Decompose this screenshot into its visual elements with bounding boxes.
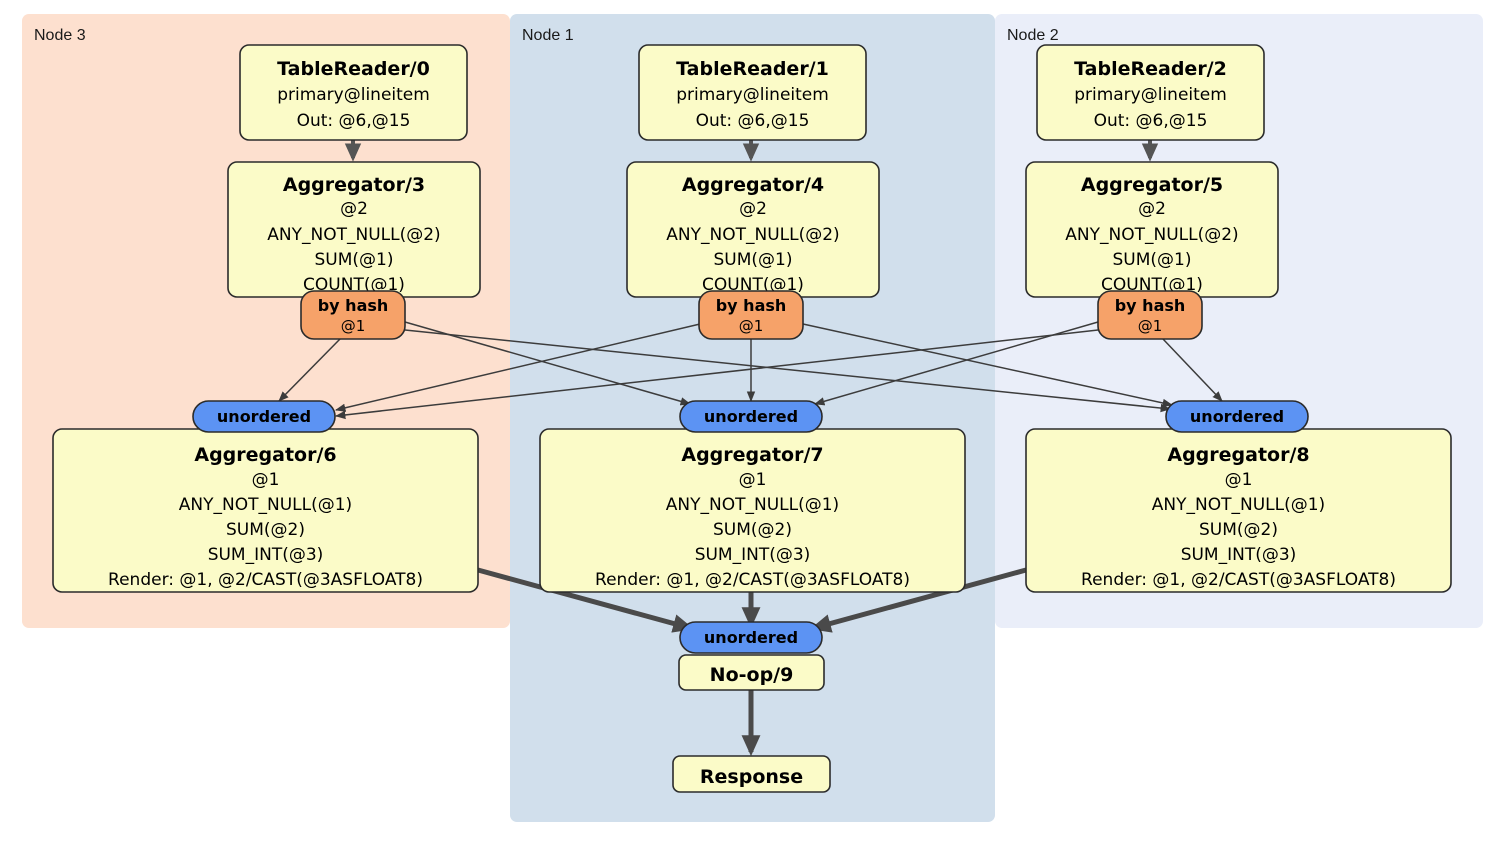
node-unordered-left[interactable]: unordered [192,400,336,433]
box-line: Out: @6,@15 [297,111,411,131]
box-title: Aggregator/4 [682,174,824,196]
box-line: ANY_NOT_NULL(@1) [179,495,352,515]
box-line: SUM(@2) [713,520,792,540]
unordered-label: unordered [1190,407,1284,426]
byhash-column: @1 [1138,317,1163,335]
byhash-column: @1 [739,317,764,335]
panel-label-node2: Node 2 [1007,27,1059,44]
box-title: Aggregator/7 [681,444,823,466]
node-byhash5[interactable]: by hash @1 [1097,290,1203,340]
box-title: Aggregator/6 [194,444,336,466]
edge-byhash4-unordered-left [334,323,701,412]
box-line: @2 [739,199,767,219]
box-aggregator3[interactable]: Aggregator/3 @2 ANY_NOT_NULL(@2) SUM(@1)… [227,161,481,298]
panel-label-node1: Node 1 [522,27,574,44]
box-line: ANY_NOT_NULL(@1) [1152,495,1325,515]
edge-group-shuffle [278,321,1223,420]
edge-byhash3-unordered-center [404,321,692,406]
box-line: SUM_INT(@3) [695,545,811,565]
box-tablereader1[interactable]: TableReader/1 primary@lineitem Out: @6,@… [638,44,867,141]
box-title: Aggregator/8 [1167,444,1309,466]
box-response[interactable]: Response [672,755,831,793]
box-line: COUNT(@1) [1101,275,1203,295]
node-unordered-final[interactable]: unordered [679,621,823,654]
edge-byhash3-unordered-right [404,329,1172,413]
box-line: primary@lineitem [676,85,829,105]
edge-byhash5-unordered-right [1162,338,1223,402]
box-aggregator5[interactable]: Aggregator/5 @2 ANY_NOT_NULL(@2) SUM(@1)… [1025,161,1279,298]
box-line: @2 [340,199,368,219]
box-aggregator6[interactable]: Aggregator/6 @1 ANY_NOT_NULL(@1) SUM(@2)… [52,428,479,593]
box-line: Out: @6,@15 [696,111,810,131]
byhash-label: by hash [318,296,389,315]
box-title: Aggregator/5 [1081,174,1223,196]
box-line: Render: @1, @2/CAST(@3ASFLOAT8) [108,570,423,590]
edge-byhash5-unordered-center [813,321,1099,406]
box-line: ANY_NOT_NULL(@1) [666,495,839,515]
node-unordered-center[interactable]: unordered [679,400,823,433]
node-byhash3[interactable]: by hash @1 [300,290,406,340]
box-aggregator4[interactable]: Aggregator/4 @2 ANY_NOT_NULL(@2) SUM(@1)… [626,161,880,298]
box-line: ANY_NOT_NULL(@2) [1065,225,1238,245]
edge-byhash4-unordered-right [802,323,1174,408]
box-line: ANY_NOT_NULL(@2) [267,225,440,245]
box-title: Response [700,766,803,788]
panel-label-node3: Node 3 [34,27,86,44]
box-title: No-op/9 [710,664,794,686]
box-line: SUM(@1) [315,250,394,270]
box-tablereader2[interactable]: TableReader/2 primary@lineitem Out: @6,@… [1036,44,1265,141]
box-noop9[interactable]: No-op/9 [678,654,825,691]
edge-aggregator8-unordered-final [809,567,1027,633]
box-tablereader0[interactable]: TableReader/0 primary@lineitem Out: @6,@… [239,44,468,141]
box-title: TableReader/1 [676,58,829,80]
box-line: @1 [1225,470,1253,490]
edge-group-reader-to-agg [344,140,1159,162]
node-unordered-right[interactable]: unordered [1165,400,1309,433]
box-line: @1 [739,470,767,490]
byhash-label: by hash [716,296,787,315]
box-line: SUM_INT(@3) [1181,545,1297,565]
box-title: TableReader/0 [277,58,430,80]
box-title: Aggregator/3 [283,174,425,196]
edge-group-final-merge [477,567,1027,633]
byhash-label: by hash [1115,296,1186,315]
box-line: Render: @1, @2/CAST(@3ASFLOAT8) [1081,570,1396,590]
unordered-label: unordered [704,407,798,426]
edge-aggregator6-unordered-final [477,567,695,633]
box-line: SUM_INT(@3) [208,545,324,565]
node-byhash4[interactable]: by hash @1 [698,290,804,340]
box-line: ANY_NOT_NULL(@2) [666,225,839,245]
box-line: primary@lineitem [1074,85,1227,105]
unordered-label: unordered [217,407,311,426]
box-line: SUM(@2) [1199,520,1278,540]
box-line: SUM(@1) [714,250,793,270]
box-line: SUM(@1) [1113,250,1192,270]
box-line: Render: @1, @2/CAST(@3ASFLOAT8) [595,570,910,590]
unordered-label: unordered [704,628,798,647]
box-title: TableReader/2 [1074,58,1227,80]
box-aggregator8[interactable]: Aggregator/8 @1 ANY_NOT_NULL(@1) SUM(@2)… [1025,428,1452,593]
box-line: Out: @6,@15 [1094,111,1208,131]
box-line: @2 [1138,199,1166,219]
box-line: COUNT(@1) [303,275,405,295]
byhash-column: @1 [341,317,366,335]
box-line: COUNT(@1) [702,275,804,295]
box-aggregator7[interactable]: Aggregator/7 @1 ANY_NOT_NULL(@1) SUM(@2)… [539,428,966,593]
edge-byhash5-unordered-left [334,329,1099,420]
box-line: SUM(@2) [226,520,305,540]
edge-byhash3-unordered-left [278,338,341,402]
box-line: primary@lineitem [277,85,430,105]
box-line: @1 [252,470,280,490]
